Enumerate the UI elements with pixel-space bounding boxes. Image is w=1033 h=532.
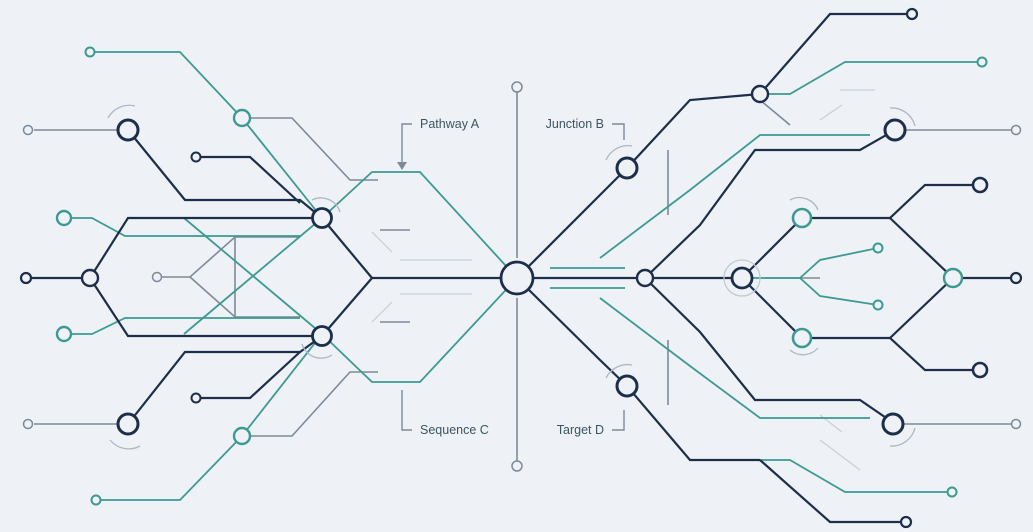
node — [971, 361, 989, 379]
node — [905, 7, 919, 21]
label-sequence-c: Sequence C — [420, 423, 489, 437]
node — [55, 325, 73, 343]
label-target-d: Target D — [557, 423, 604, 437]
node — [635, 268, 655, 288]
slate-connectors — [34, 92, 1012, 462]
navy-traces — [28, 12, 1012, 524]
halo-ring — [789, 196, 819, 211]
node — [750, 84, 770, 104]
label-pathway-a: Pathway A — [420, 117, 480, 131]
node — [19, 271, 33, 285]
node — [190, 151, 202, 163]
node — [84, 46, 96, 58]
end-node — [22, 124, 34, 136]
node — [116, 118, 140, 142]
node — [730, 266, 754, 290]
slate-end-nodes — [22, 81, 1022, 472]
node — [232, 108, 252, 128]
node — [971, 176, 989, 194]
node — [942, 267, 964, 289]
label-junction-b: Junction B — [546, 117, 604, 131]
node — [90, 494, 102, 506]
end-node — [1010, 124, 1022, 136]
end-node — [1010, 418, 1022, 430]
halo-ring — [107, 104, 136, 119]
node — [311, 325, 333, 347]
node — [899, 515, 913, 529]
pathway-a-arrow-icon — [397, 162, 407, 170]
halo-ring — [301, 343, 333, 359]
node — [55, 209, 73, 227]
end-node — [511, 460, 523, 472]
node — [232, 426, 252, 446]
node — [311, 207, 333, 229]
node — [116, 412, 140, 436]
halo-ring — [889, 107, 916, 127]
halo-ring — [605, 145, 633, 161]
node — [883, 118, 907, 142]
navy-nodes — [19, 7, 1023, 529]
node — [615, 374, 639, 398]
node — [791, 327, 813, 349]
hub-node — [499, 260, 535, 296]
halo-ring — [789, 347, 819, 356]
halo-ring — [723, 259, 761, 297]
halo-rings — [107, 104, 916, 450]
node — [80, 268, 100, 288]
halo-ring — [889, 427, 916, 447]
node — [791, 207, 813, 229]
label-leaders — [401, 123, 625, 431]
halo-ring — [605, 363, 633, 379]
end-node — [151, 271, 163, 283]
node — [872, 242, 884, 254]
node — [190, 392, 202, 404]
node — [976, 56, 988, 68]
end-node — [511, 81, 523, 93]
node — [946, 486, 958, 498]
end-node — [22, 418, 34, 430]
node — [881, 412, 905, 436]
teal-nodes — [55, 46, 988, 506]
node — [872, 299, 884, 311]
node — [1009, 271, 1023, 285]
halo-ring — [311, 197, 341, 213]
node — [615, 156, 639, 180]
halo-ring — [109, 439, 141, 450]
